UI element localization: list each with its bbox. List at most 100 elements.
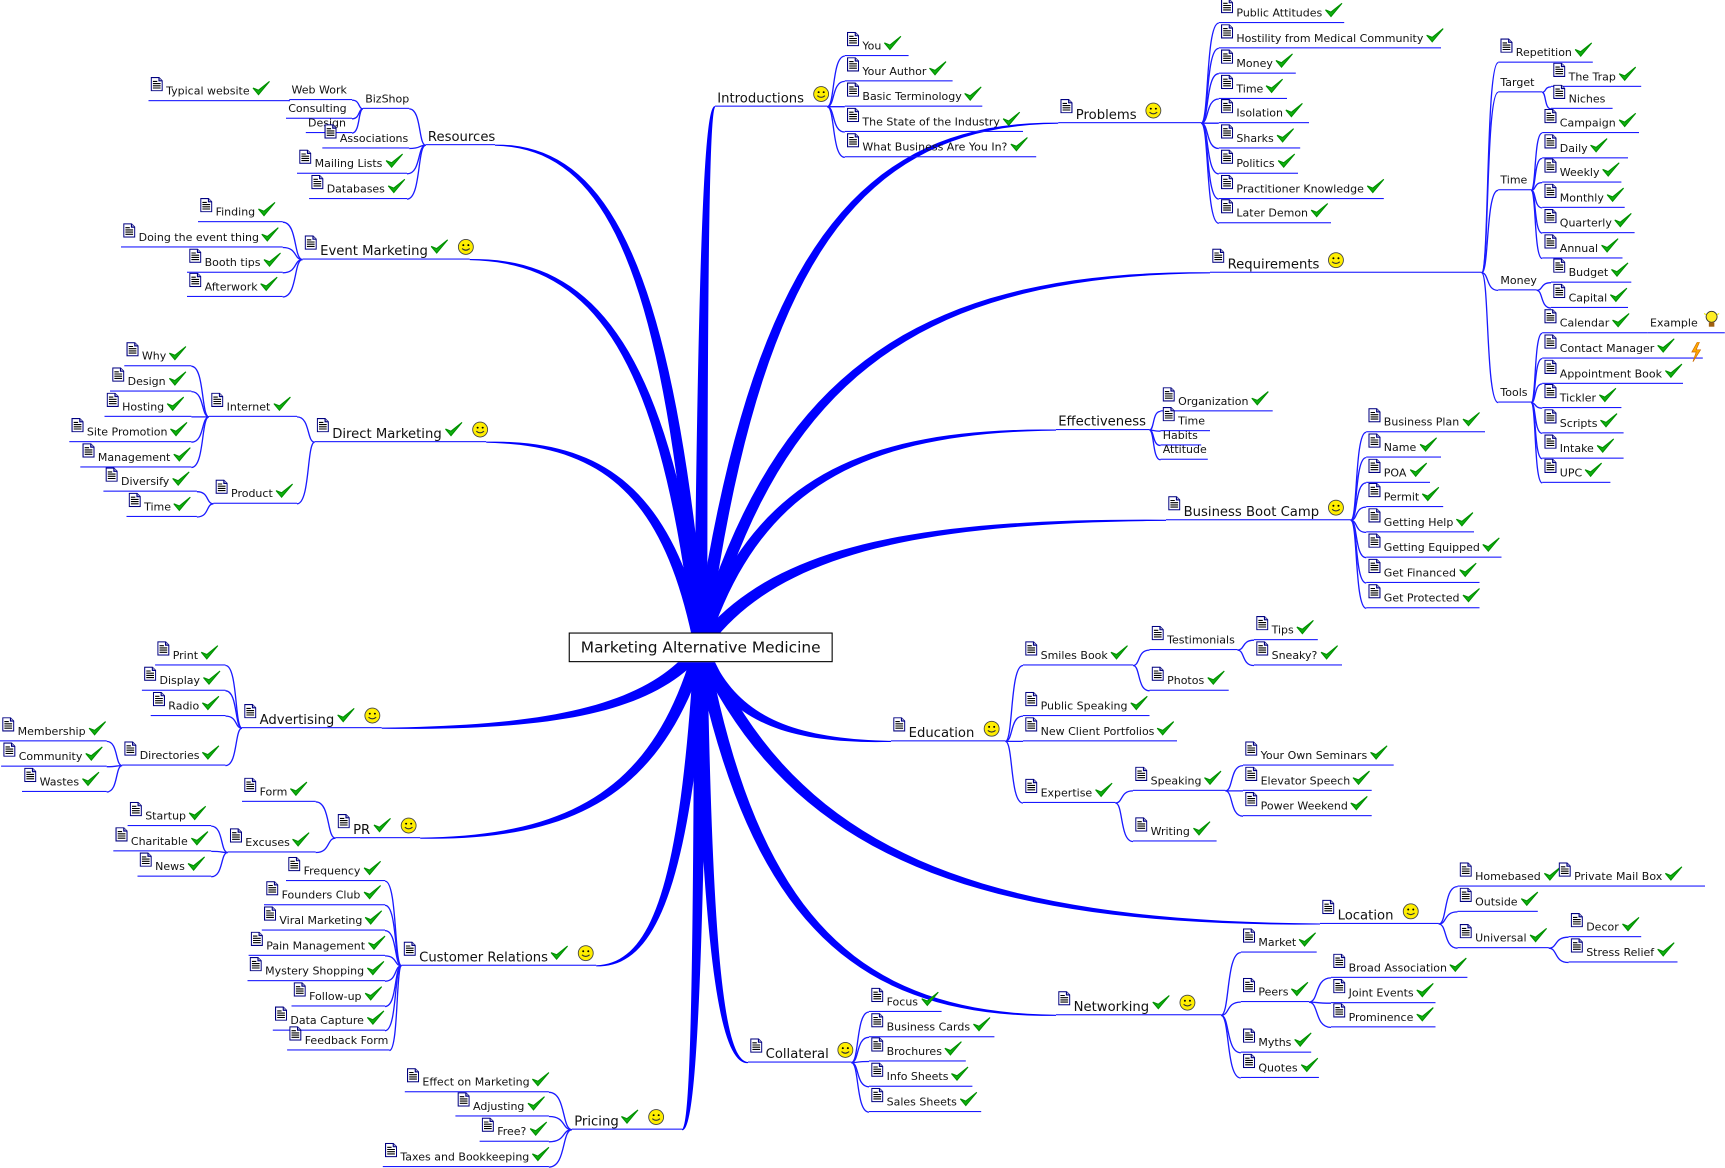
topic-niches[interactable]: Niches <box>1551 84 1613 109</box>
topic-money[interactable]: Money <box>1498 266 1537 291</box>
note-icon[interactable] <box>3 742 16 757</box>
topic-tickler[interactable]: Tickler <box>1542 383 1622 409</box>
topic-testimonials[interactable]: Testimonials <box>1149 625 1238 651</box>
topic-sales-sheets[interactable]: Sales Sheets <box>869 1087 982 1113</box>
note-icon[interactable] <box>126 342 139 357</box>
topic-excuses[interactable]: Excuses <box>227 828 316 853</box>
topic-mystery-shopping[interactable]: Mystery Shopping <box>247 957 385 982</box>
topic-taxes-and-bookkeeping[interactable]: Taxes and Bookkeeping <box>382 1142 550 1168</box>
topic-time[interactable]: Time <box>126 492 197 517</box>
topic-follow-up[interactable]: Follow-up <box>291 982 385 1007</box>
note-icon[interactable] <box>324 124 337 139</box>
note-icon[interactable] <box>293 982 306 997</box>
topic-startup[interactable]: Startup <box>127 801 212 827</box>
note-icon[interactable] <box>1221 49 1234 64</box>
note-icon[interactable] <box>215 479 228 494</box>
note-icon[interactable] <box>1368 482 1381 498</box>
note-icon[interactable] <box>1544 108 1557 124</box>
note-icon[interactable] <box>1368 558 1381 574</box>
note-icon[interactable] <box>1162 407 1175 422</box>
topic-time[interactable]: Time <box>1498 166 1532 191</box>
note-icon[interactable] <box>316 418 329 433</box>
note-icon[interactable] <box>144 666 157 681</box>
note-icon[interactable] <box>157 641 170 656</box>
note-icon[interactable] <box>1544 383 1557 399</box>
note-icon[interactable] <box>229 828 243 843</box>
topic-bizshop[interactable]: BizShop <box>363 85 409 109</box>
topic-stress-relief[interactable]: Stress Relief <box>1568 938 1678 963</box>
topic-quarterly[interactable]: Quarterly <box>1542 209 1635 234</box>
note-icon[interactable] <box>299 149 312 164</box>
topic-frequency[interactable]: Frequency <box>286 856 385 882</box>
note-icon[interactable] <box>1322 899 1335 915</box>
topic-pain-management[interactable]: Pain Management <box>248 931 386 956</box>
topic-intake[interactable]: Intake <box>1542 434 1624 459</box>
note-icon[interactable] <box>337 814 350 829</box>
note-icon[interactable] <box>1221 74 1234 90</box>
topic-weekly[interactable]: Weekly <box>1542 158 1622 183</box>
topic-pr[interactable]: PR <box>335 814 421 839</box>
topic-getting-help[interactable]: Getting Help <box>1366 508 1474 533</box>
topic-hostility-from-medical-community[interactable]: Hostility from Medical Community <box>1218 24 1444 49</box>
note-icon[interactable] <box>1553 84 1566 100</box>
note-icon[interactable] <box>1553 283 1566 299</box>
note-icon[interactable] <box>1368 508 1381 523</box>
topic-tools[interactable]: Tools <box>1498 378 1532 403</box>
topic-management[interactable]: Management <box>80 443 192 468</box>
topic-display[interactable]: Display <box>141 666 226 691</box>
topic-internet[interactable]: Internet <box>209 392 297 417</box>
topic-the-state-of-the-industry[interactable]: The State of the Industry <box>844 107 1023 132</box>
topic-budget[interactable]: Budget <box>1551 258 1632 283</box>
note-icon[interactable] <box>275 1006 288 1021</box>
topic-name[interactable]: Name <box>1366 433 1441 458</box>
topic-design[interactable]: Design <box>110 367 192 392</box>
topic-site-promotion[interactable]: Site Promotion <box>69 418 192 443</box>
note-icon[interactable] <box>1544 158 1557 173</box>
note-icon[interactable] <box>1162 387 1175 402</box>
note-icon[interactable] <box>82 443 95 458</box>
note-icon[interactable] <box>1221 199 1234 214</box>
note-icon[interactable] <box>1135 766 1148 782</box>
topic-brochures[interactable]: Brochures <box>869 1037 966 1062</box>
topic-problems[interactable]: Problems <box>1058 99 1202 124</box>
topic-example[interactable]: Example <box>1647 309 1725 334</box>
topic-consulting[interactable]: Consulting <box>286 95 352 119</box>
topic-viral-marketing[interactable]: Viral Marketing <box>261 906 385 931</box>
topic-get-financed[interactable]: Get Financed <box>1366 558 1480 583</box>
topic-market[interactable]: Market <box>1240 928 1317 953</box>
topic-charitable[interactable]: Charitable <box>113 827 212 852</box>
note-icon[interactable] <box>152 691 166 707</box>
topic-repetition[interactable]: Repetition <box>1498 38 1593 63</box>
note-icon[interactable] <box>1544 434 1557 449</box>
note-icon[interactable] <box>189 248 202 263</box>
note-icon[interactable] <box>1368 408 1381 423</box>
topic-contact-manager[interactable]: Contact Manager <box>1542 334 1703 363</box>
topic-politics[interactable]: Politics <box>1218 149 1298 174</box>
topic-get-protected[interactable]: Get Protected <box>1366 584 1480 609</box>
note-icon[interactable] <box>1256 641 1269 656</box>
topic-prominence[interactable]: Prominence <box>1331 1003 1436 1028</box>
topic-speaking[interactable]: Speaking <box>1133 766 1226 791</box>
note-icon[interactable] <box>1500 38 1513 53</box>
note-icon[interactable] <box>871 1013 884 1028</box>
note-icon[interactable] <box>1368 458 1381 474</box>
topic-finding[interactable]: Finding <box>198 198 283 223</box>
note-icon[interactable] <box>1025 778 1038 794</box>
note-icon[interactable] <box>1168 496 1181 511</box>
note-icon[interactable] <box>1025 691 1038 707</box>
note-icon[interactable] <box>115 827 128 842</box>
topic-time[interactable]: Time <box>1218 74 1287 99</box>
note-icon[interactable] <box>1151 625 1164 641</box>
topic-expertise[interactable]: Expertise <box>1023 778 1116 803</box>
note-icon[interactable] <box>71 418 84 433</box>
note-icon[interactable] <box>288 856 301 872</box>
topic-practitioner-knowledge[interactable]: Practitioner Knowledge <box>1218 174 1385 200</box>
note-icon[interactable] <box>1544 309 1557 324</box>
note-icon[interactable] <box>1243 1053 1256 1069</box>
topic-data-capture[interactable]: Data Capture <box>272 1006 385 1031</box>
note-icon[interactable] <box>847 133 860 148</box>
topic-product[interactable]: Product <box>213 479 297 504</box>
topic-what-business-are-you-in[interactable]: What Business Are You In? <box>844 133 1037 158</box>
topic-scripts[interactable]: Scripts <box>1542 409 1624 434</box>
topic-permit[interactable]: Permit <box>1366 482 1444 508</box>
